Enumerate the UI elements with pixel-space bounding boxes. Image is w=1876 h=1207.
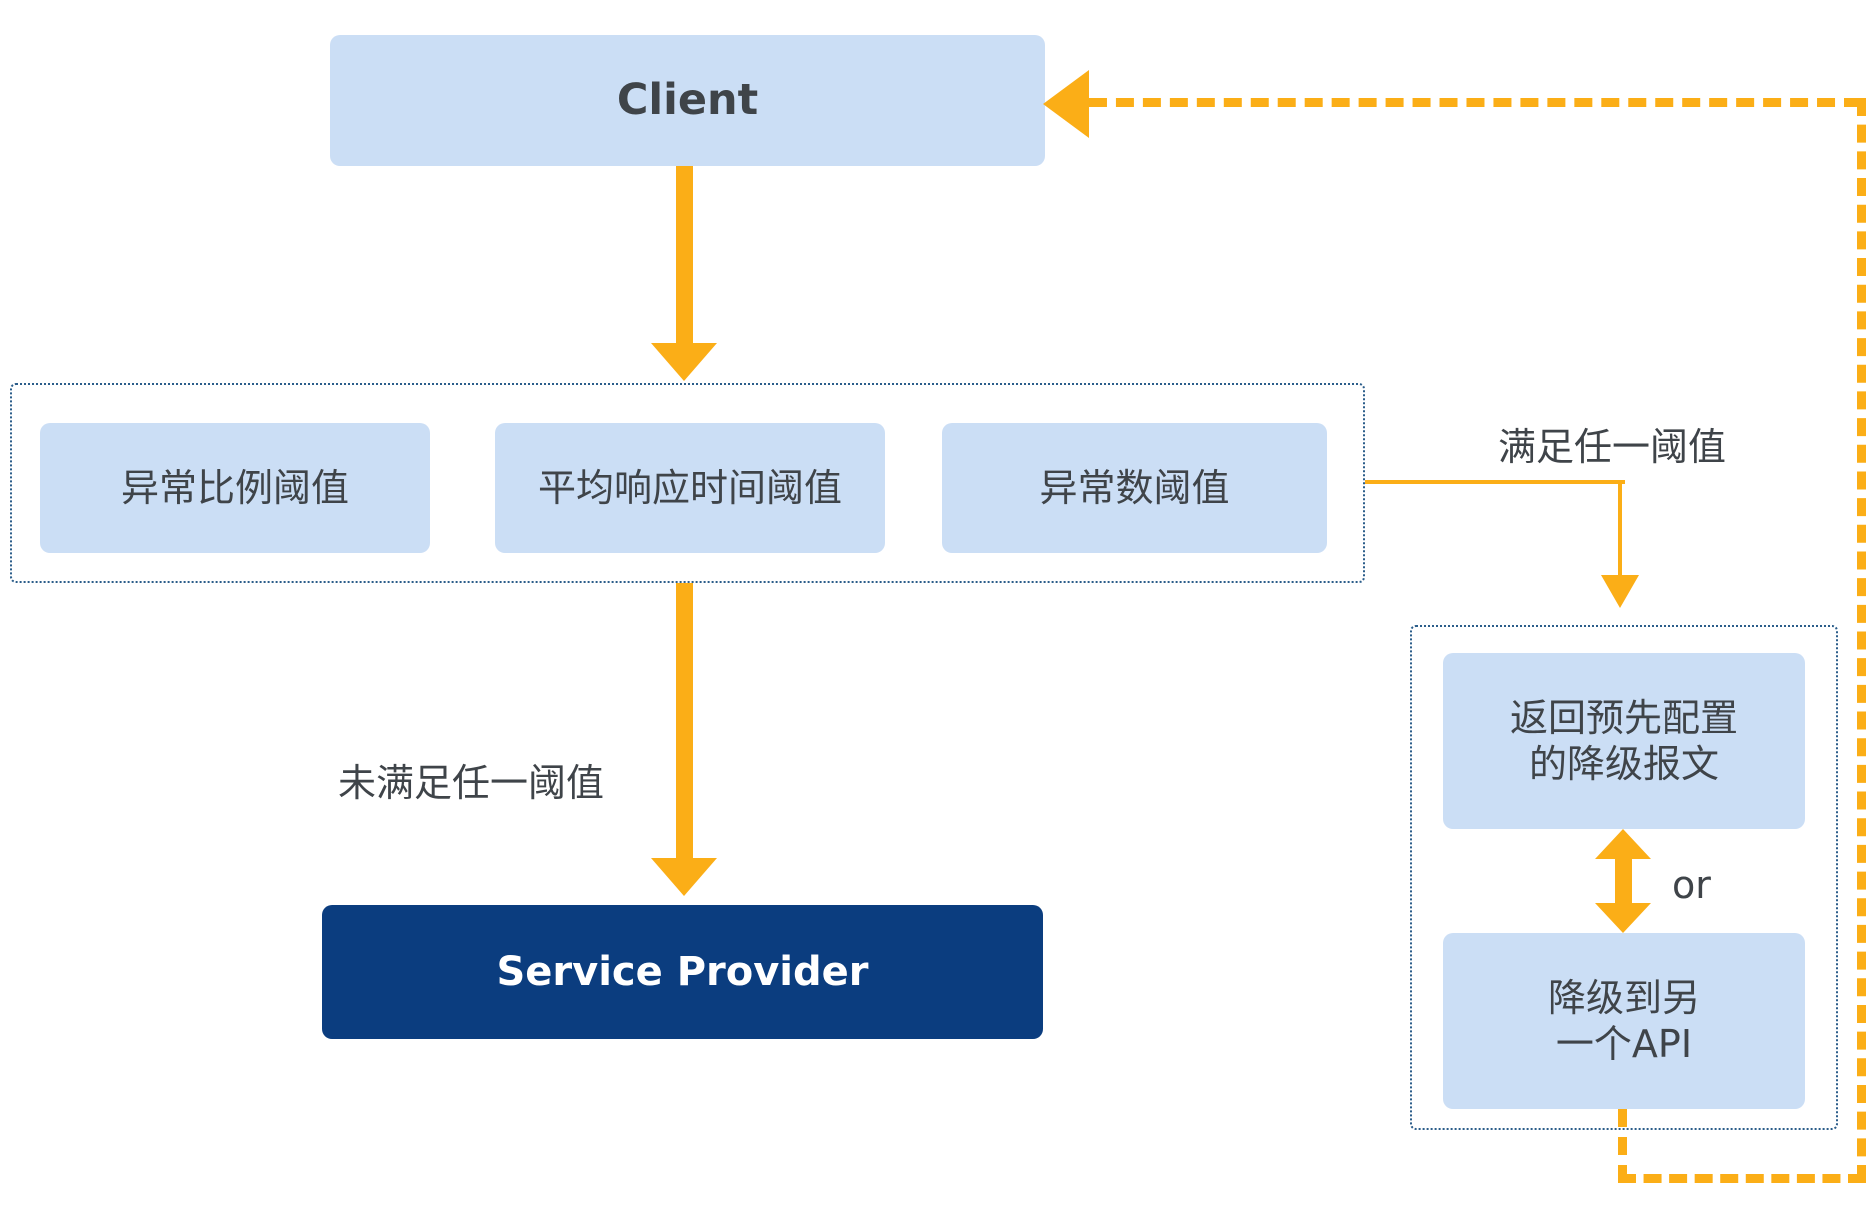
feedback-edge-segment-right [1618,1174,1866,1183]
node-client[interactable]: Client [330,35,1045,166]
node-fallback-preconfigured-response[interactable]: 返回预先配置 的降级报文 [1443,653,1805,829]
arrow-client-to-thresholds-stem [676,166,693,346]
node-threshold-error-ratio[interactable]: 异常比例阈值 [40,423,430,553]
node-service-provider[interactable]: Service Provider [322,905,1043,1039]
arrow-thresholds-to-service-stem [676,583,693,861]
feedback-edge-segment-down [1618,1109,1627,1183]
feedback-edge-segment-up [1857,98,1866,1183]
node-threshold-error-count[interactable]: 异常数阈值 [942,423,1327,553]
edge-label-or: or [1672,863,1711,907]
arrow-thresholds-to-fallback-vertical [1618,480,1622,578]
arrow-thresholds-to-fallback-horizontal [1365,480,1625,484]
arrow-client-to-thresholds-head [651,343,717,381]
feedback-edge-segment-left [1062,98,1862,107]
edge-label-any-threshold-met: 满足任一阈值 [1498,425,1727,469]
arrow-or-head-down [1595,903,1651,933]
edge-label-no-threshold-met: 未满足任一阈值 [338,761,605,805]
feedback-edge-arrow-head [1043,70,1089,138]
arrow-thresholds-to-fallback-head [1601,575,1639,608]
node-fallback-alternate-api[interactable]: 降级到另 一个API [1443,933,1805,1109]
node-threshold-avg-response-time[interactable]: 平均响应时间阈值 [495,423,885,553]
arrow-or-stem [1615,853,1632,909]
threshold-group-container [10,383,1365,583]
arrow-thresholds-to-service-head [651,858,717,896]
